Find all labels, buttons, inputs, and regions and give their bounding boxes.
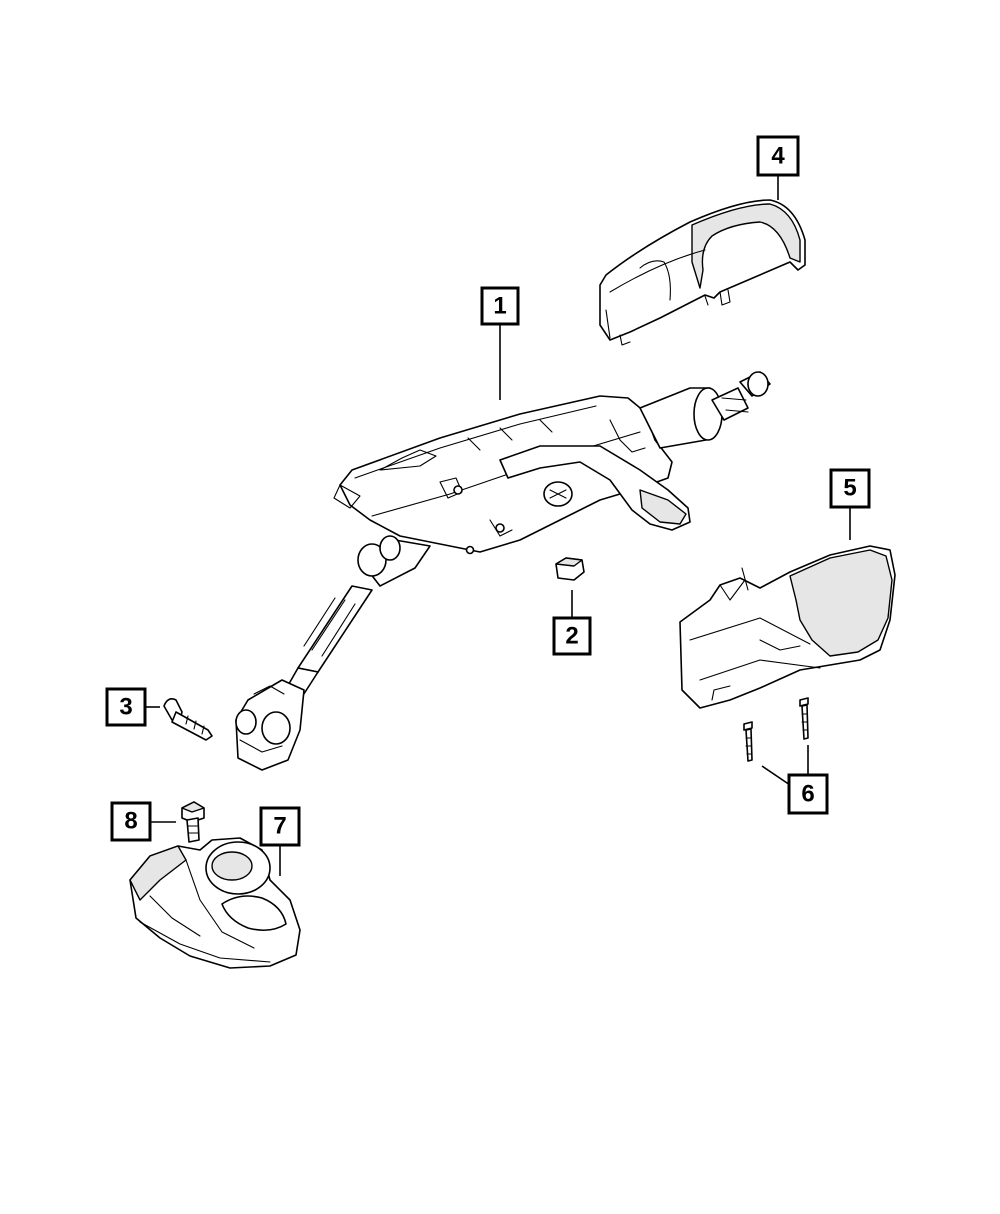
callout-6-label: 6 [801, 781, 814, 808]
callout-2: 2 [552, 616, 592, 656]
lower-shroud [679, 545, 896, 709]
upper-shroud [599, 199, 806, 346]
nut [555, 557, 585, 581]
leader-6a [761, 765, 791, 786]
callout-8: 8 [110, 801, 152, 842]
callout-5-label: 5 [843, 475, 856, 502]
screws-6 [743, 697, 809, 762]
callout-5: 5 [829, 468, 871, 509]
steering-column [235, 371, 771, 771]
callout-3-label: 3 [119, 694, 132, 721]
callout-1: 1 [480, 286, 520, 326]
callout-1-label: 1 [493, 293, 506, 320]
leader-lines [145, 175, 851, 876]
callout-4-label: 4 [771, 143, 785, 170]
bolt-3 [163, 698, 213, 741]
callout-6: 6 [787, 773, 829, 815]
callout-2-label: 2 [565, 623, 578, 650]
callout-3: 3 [105, 687, 147, 727]
callout-7-label: 7 [273, 813, 286, 840]
callout-7: 7 [259, 806, 301, 847]
column-boot [129, 837, 301, 969]
callout-4: 4 [756, 135, 800, 177]
callout-8-label: 8 [124, 808, 137, 835]
bolt-8 [181, 801, 205, 843]
